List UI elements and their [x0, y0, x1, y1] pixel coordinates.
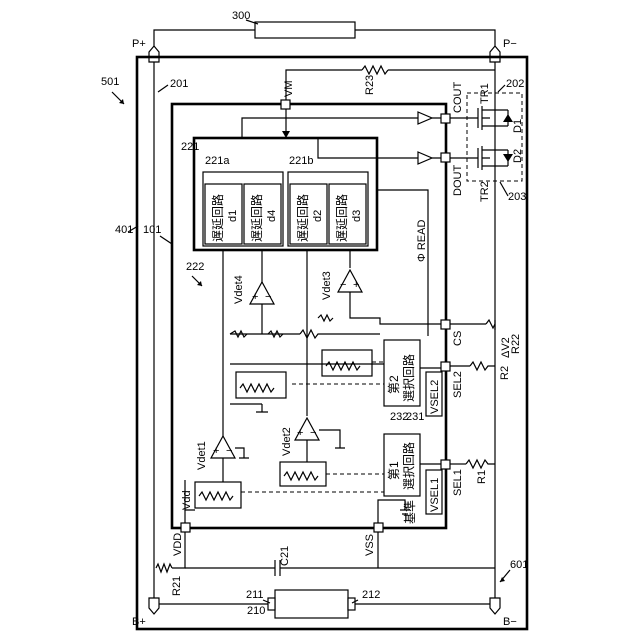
terminal-b-minus: [490, 598, 500, 614]
ref-203: 203: [508, 191, 526, 203]
pin-cs: [441, 320, 450, 329]
label-vdet3: Vdet3: [321, 271, 333, 300]
pin-vdd: [181, 523, 190, 532]
label-dout: DOUT: [452, 165, 464, 196]
resistor-r1: [466, 460, 495, 468]
select2-line1: 第2: [387, 375, 401, 394]
pin-sel2: [441, 362, 450, 371]
label-vdet1: Vdet1: [196, 441, 208, 470]
label-c21: C21: [279, 546, 291, 566]
load-300: [255, 22, 355, 38]
resistor-r23: [362, 66, 388, 74]
ref-232: 232: [390, 411, 408, 423]
ref-202: 202: [506, 78, 524, 90]
label-r21: R21: [171, 576, 183, 596]
label-sel2: SEL2: [452, 371, 464, 398]
terminal-p-plus: [149, 46, 159, 62]
battery-210: [275, 590, 348, 618]
svg-text:+: +: [353, 279, 359, 291]
label-r23: R23: [364, 75, 376, 95]
ref-222: 222: [186, 261, 204, 273]
svg-text:−: −: [226, 445, 232, 457]
delay-d1-id: d1: [227, 210, 239, 222]
terminal-p-minus: [490, 46, 500, 62]
ref-101: 101: [143, 224, 161, 236]
label-vdd: VDD: [172, 533, 184, 556]
label-b-minus: B−: [503, 616, 517, 628]
ref-201: 201: [170, 78, 188, 90]
svg-text:+: +: [252, 291, 258, 303]
ref-221a: 221a: [205, 155, 230, 167]
label-b-plus: B+: [132, 616, 146, 628]
ref-210: 210: [247, 605, 265, 617]
svg-text:+: +: [297, 427, 303, 439]
label-r1: R1: [476, 470, 488, 484]
delay-d3-label: 遅延回路: [334, 194, 349, 242]
label-vsel1: VSEL1: [429, 478, 441, 512]
label-p-minus: P−: [503, 38, 517, 50]
label-cs: CS: [452, 331, 464, 346]
pin-cout: [441, 114, 450, 123]
label-r2: R2: [499, 366, 511, 380]
ref-212: 212: [362, 589, 380, 601]
pin-sel1: [441, 460, 450, 469]
label-d1: D1: [512, 119, 524, 133]
ref-601: 601: [510, 559, 528, 571]
label-vm: VM: [283, 81, 295, 98]
buffer-cout: [418, 112, 432, 124]
label-tr1: TR1: [479, 83, 491, 104]
resistor-r21: [156, 564, 172, 572]
label-vdet2: Vdet2: [281, 427, 293, 456]
resistor-r2: [470, 362, 495, 370]
select2-line2: 選択回路: [401, 354, 416, 402]
delay-d2-id: d2: [312, 210, 324, 222]
pin-vss: [374, 523, 383, 532]
svg-text:+: +: [213, 445, 219, 457]
delay-d3-id: d3: [351, 210, 363, 222]
delay-d1-label: 遅延回路: [210, 194, 225, 242]
potentiometer-lower-right: [280, 462, 326, 486]
delay-d2-label: 遅延回路: [295, 194, 310, 242]
svg-text:−: −: [265, 291, 271, 303]
pin-vm: [281, 100, 290, 109]
svg-text:−: −: [310, 427, 316, 439]
label-tr2: TR2: [479, 181, 491, 202]
label-cout: COUT: [452, 82, 464, 113]
ref-221b: 221b: [289, 155, 313, 167]
label-vsel2: VSEL2: [429, 380, 441, 414]
svg-text:−: −: [340, 279, 346, 291]
ref-221: 221: [181, 141, 199, 153]
buffer-dout: [418, 152, 432, 164]
pin-dout: [441, 153, 450, 162]
select1-line2: 選択回路: [401, 442, 416, 490]
delay-d4-id: d4: [266, 210, 278, 222]
potentiometer-lower-left: [195, 482, 241, 508]
ref-211: 211: [246, 589, 264, 601]
resistor-r22: [486, 320, 495, 328]
label-d2: D2: [512, 149, 524, 163]
select1-line1: 第1: [387, 461, 401, 480]
label-p-plus: P+: [132, 38, 146, 50]
ref-231: 231: [406, 411, 424, 423]
delay-d4-label: 遅延回路: [249, 194, 264, 242]
label-vdd-inner: Vdd: [181, 490, 193, 510]
label-kijun: 基準: [402, 500, 417, 524]
ref-501: 501: [101, 76, 119, 88]
label-sel1: SEL1: [452, 469, 464, 496]
label-vdet4: Vdet4: [233, 275, 245, 304]
label-vss: VSS: [364, 534, 376, 556]
terminal-b-plus: [149, 598, 159, 614]
label-phi-read: Φ READ: [416, 220, 428, 262]
label-delta-v2: ΔV2: [500, 337, 512, 358]
